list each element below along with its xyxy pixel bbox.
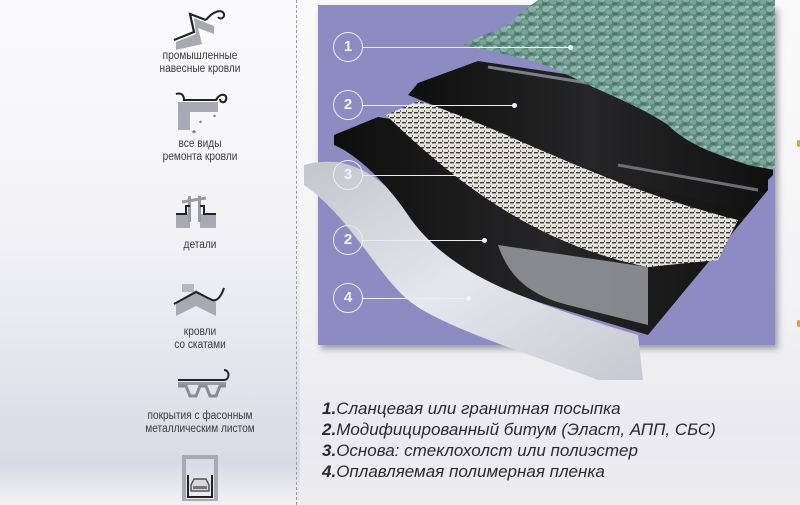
sidebar-item-corrugated-metal: покрытия с фасонным металлическим листом — [100, 366, 300, 436]
callout-dot — [512, 103, 517, 108]
sidebar-item-roof-repair: все виды ремонта кровли — [100, 90, 300, 164]
roof-types-sidebar: промышленные навесные кровли все виды ре… — [100, 0, 300, 505]
sidebar-label-line: металлическим листом — [145, 423, 255, 435]
sidebar-label-line: детали — [183, 239, 217, 251]
roof-repair-icon — [175, 92, 228, 134]
layer-cross-section — [304, 0, 775, 380]
sidebar-item-details: детали — [100, 190, 300, 252]
legend-item-1: 1.Сланцевая или гранитная посыпка — [322, 398, 800, 419]
roof-details-icon — [176, 196, 216, 228]
pitched-roof-icon — [173, 284, 225, 316]
legend-text: Оплавляемая полимерная пленка — [336, 462, 605, 481]
legend-text: Основа: стеклохолст или полиэстер — [336, 441, 638, 460]
legend-number: 2. — [322, 420, 337, 439]
parking-roof-car-icon — [182, 455, 218, 501]
roof-layers-diagram: 1 2 3 2 4 — [304, 0, 775, 380]
sidebar-label-line: со скатами — [174, 339, 226, 351]
polymer-film-layer — [304, 161, 643, 380]
callout-leader-line — [363, 175, 483, 176]
sidebar-item-pitched-roofs: кровли со скатами — [100, 280, 300, 352]
callout-dot — [466, 296, 471, 301]
callout-number: 1 — [333, 32, 363, 62]
legend-number: 3. — [322, 441, 337, 460]
sidebar-label-line: навесные кровли — [159, 63, 241, 75]
column-divider — [296, 0, 297, 505]
legend-number: 1. — [322, 399, 337, 418]
callout-leader-line — [363, 240, 483, 241]
callout-number: 2 — [333, 225, 363, 255]
edge-mark — [797, 140, 800, 147]
layer-legend: 1.Сланцевая или гранитная посыпка 2.Моди… — [322, 398, 800, 482]
callout-number: 2 — [333, 90, 363, 120]
sidebar-label-line: все виды — [178, 138, 222, 150]
sidebar-item-parking-roof — [100, 455, 300, 501]
callout-dot — [482, 238, 487, 243]
callout-dot — [568, 45, 573, 50]
legend-item-3: 3.Основа: стеклохолст или полиэстер — [322, 440, 800, 461]
sidebar-label-line: кровли — [183, 326, 217, 338]
mesh-base-layer — [386, 101, 738, 267]
sidebar-label-line: промышленные — [162, 50, 238, 62]
legend-text: Сланцевая или гранитная посыпка — [336, 399, 621, 418]
callout-leader-line — [363, 105, 513, 106]
industrial-roof-icon — [173, 10, 226, 50]
sidebar-label-line: ремонта кровли — [162, 151, 238, 163]
callout-leader-line — [363, 47, 570, 48]
callout-number: 4 — [333, 283, 363, 313]
corrugated-metal-roof-icon — [178, 369, 230, 398]
legend-number: 4. — [322, 462, 337, 481]
legend-item-2: 2.Модифицированный битум (Эласт, АПП, СБ… — [322, 419, 800, 440]
legend-item-4: 4.Оплавляемая полимерная пленка — [322, 461, 800, 482]
granule-topping-layer — [463, 0, 775, 170]
sidebar-label-line: покрытия с фасонным — [147, 410, 253, 422]
callout-number: 3 — [333, 160, 363, 190]
callout-leader-line — [363, 298, 468, 299]
sidebar-item-industrial-roofs: промышленные навесные кровли — [100, 4, 300, 76]
legend-text: Модифицированный битум (Эласт, АПП, СБС) — [336, 420, 716, 439]
edge-mark — [797, 320, 800, 327]
